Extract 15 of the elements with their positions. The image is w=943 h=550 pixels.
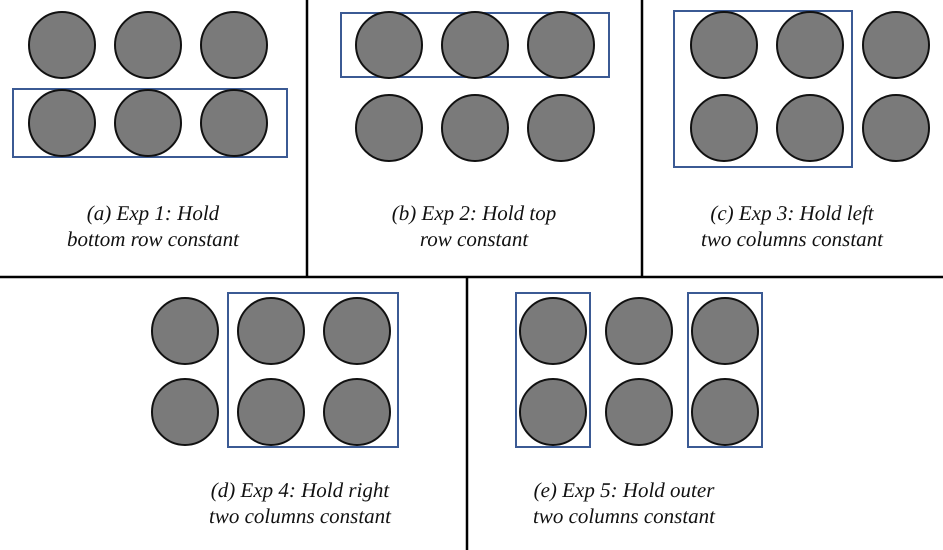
disc (691, 297, 759, 365)
caption: (c) Exp 3: Hold left two columns constant (700, 200, 884, 252)
group-frame (340, 12, 610, 78)
group-frame (12, 88, 288, 158)
caption: (d) Exp 4: Hold right two columns constant (208, 477, 392, 529)
group-frame (673, 10, 853, 168)
disc (691, 378, 759, 446)
caption: (b) Exp 2: Hold top row constant (390, 200, 558, 252)
group-frame (687, 292, 763, 448)
disc (519, 378, 587, 446)
disc (519, 297, 587, 365)
caption: (e) Exp 5: Hold outer two columns constant (532, 477, 716, 529)
caption: (a) Exp 1: Hold bottom row constant (66, 200, 240, 252)
group-frame (227, 292, 399, 448)
group-frame (515, 292, 591, 448)
